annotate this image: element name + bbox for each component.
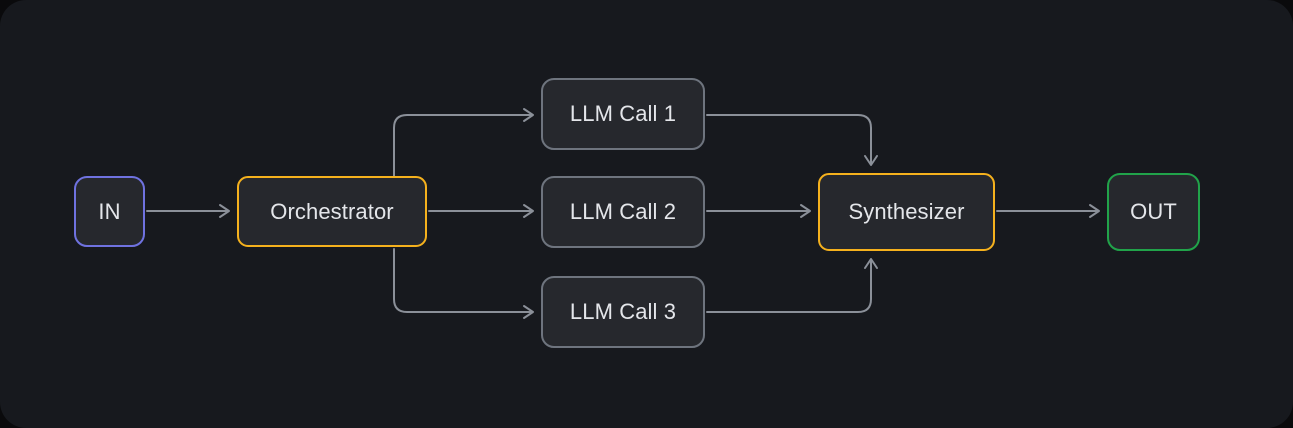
- node-llm-call-1-label: LLM Call 1: [569, 101, 677, 126]
- node-llm-call-3[interactable]: LLM Call 3: [541, 276, 705, 348]
- node-out-label: OUT: [1130, 199, 1177, 224]
- node-out[interactable]: OUT: [1107, 173, 1200, 251]
- node-llm-call-3-label: LLM Call 3: [569, 299, 677, 324]
- node-llm-call-1[interactable]: LLM Call 1: [541, 78, 705, 150]
- node-in-label: IN: [98, 198, 121, 224]
- node-orchestrator-label: Orchestrator: [270, 198, 394, 224]
- node-llm-call-2-label: LLM Call 2: [569, 199, 677, 224]
- node-orchestrator[interactable]: Orchestrator: [237, 176, 427, 247]
- node-synthesizer-label: Synthesizer: [848, 199, 965, 224]
- node-synthesizer[interactable]: Synthesizer: [818, 173, 995, 251]
- node-llm-call-2[interactable]: LLM Call 2: [541, 176, 705, 248]
- node-in[interactable]: IN: [74, 176, 145, 247]
